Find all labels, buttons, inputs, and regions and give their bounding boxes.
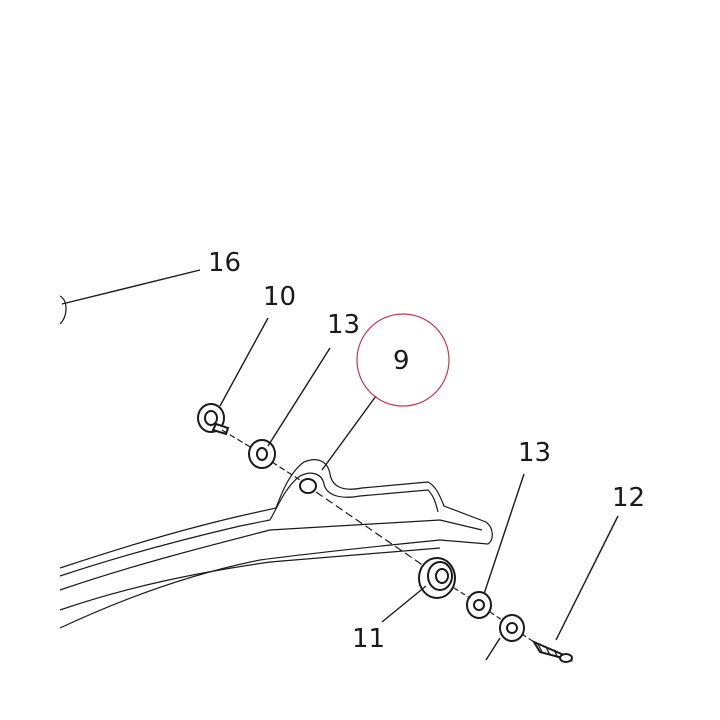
part-spacer-washer bbox=[499, 614, 525, 642]
callout-13-lower: 13 bbox=[518, 438, 551, 468]
part-11-bushing bbox=[418, 557, 456, 599]
part-10-collar bbox=[197, 403, 230, 436]
callout-13-upper: 13 bbox=[327, 310, 360, 340]
part-13-washer-upper bbox=[248, 439, 276, 469]
leader-lines bbox=[61, 269, 619, 661]
part-12-bolt bbox=[531, 639, 574, 663]
chain-slider-part bbox=[59, 459, 493, 629]
callout-9: 9 bbox=[393, 346, 410, 376]
callout-12: 12 bbox=[612, 483, 645, 513]
callout-11: 11 bbox=[352, 624, 385, 654]
callout-10: 10 bbox=[263, 282, 296, 312]
callout-16: 16 bbox=[208, 248, 241, 278]
assembly-axis bbox=[221, 429, 535, 643]
part-13-washer-lower bbox=[466, 591, 492, 619]
highlight-circle bbox=[356, 313, 450, 407]
part-16-ring bbox=[59, 295, 67, 325]
